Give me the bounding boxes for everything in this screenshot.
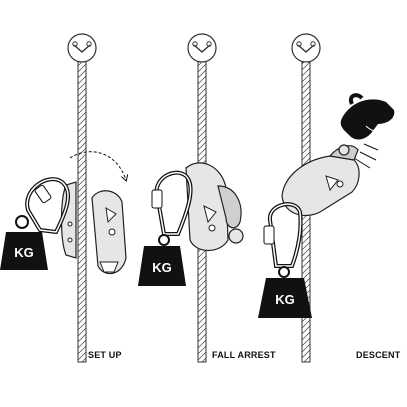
rope-grab-device-locked bbox=[185, 162, 244, 252]
anchor-icon bbox=[187, 33, 217, 63]
weight-block bbox=[258, 278, 312, 318]
caption-descent: DESCENT bbox=[356, 350, 401, 360]
rotation-arrow-icon bbox=[69, 151, 126, 180]
weight-block bbox=[0, 232, 48, 270]
carabiner-icon bbox=[263, 202, 303, 268]
hand-icon bbox=[340, 93, 395, 140]
rope-grab-device-release bbox=[281, 144, 360, 217]
weight-label: KG bbox=[152, 260, 172, 275]
carabiner-icon bbox=[151, 170, 193, 236]
caption-fall-arrest: FALL ARREST bbox=[212, 350, 276, 360]
weight-label: KG bbox=[275, 292, 295, 307]
weight-ring bbox=[158, 234, 170, 246]
anchor-icon bbox=[291, 33, 321, 63]
carabiner-icon bbox=[25, 177, 71, 235]
panel-descent: KG bbox=[258, 33, 395, 363]
weight-ring bbox=[278, 266, 290, 278]
panel-setup: KG bbox=[0, 33, 127, 363]
rope bbox=[77, 61, 87, 363]
weight-ring bbox=[15, 215, 29, 229]
rope-grab-device-open bbox=[60, 181, 127, 275]
motion-lines-icon bbox=[353, 143, 379, 169]
weight-block bbox=[138, 246, 186, 286]
panel-fall-arrest: KG bbox=[138, 33, 244, 363]
caption-setup: SET UP bbox=[88, 350, 122, 360]
anchor-icon bbox=[67, 33, 97, 63]
weight-label: KG bbox=[14, 245, 34, 260]
